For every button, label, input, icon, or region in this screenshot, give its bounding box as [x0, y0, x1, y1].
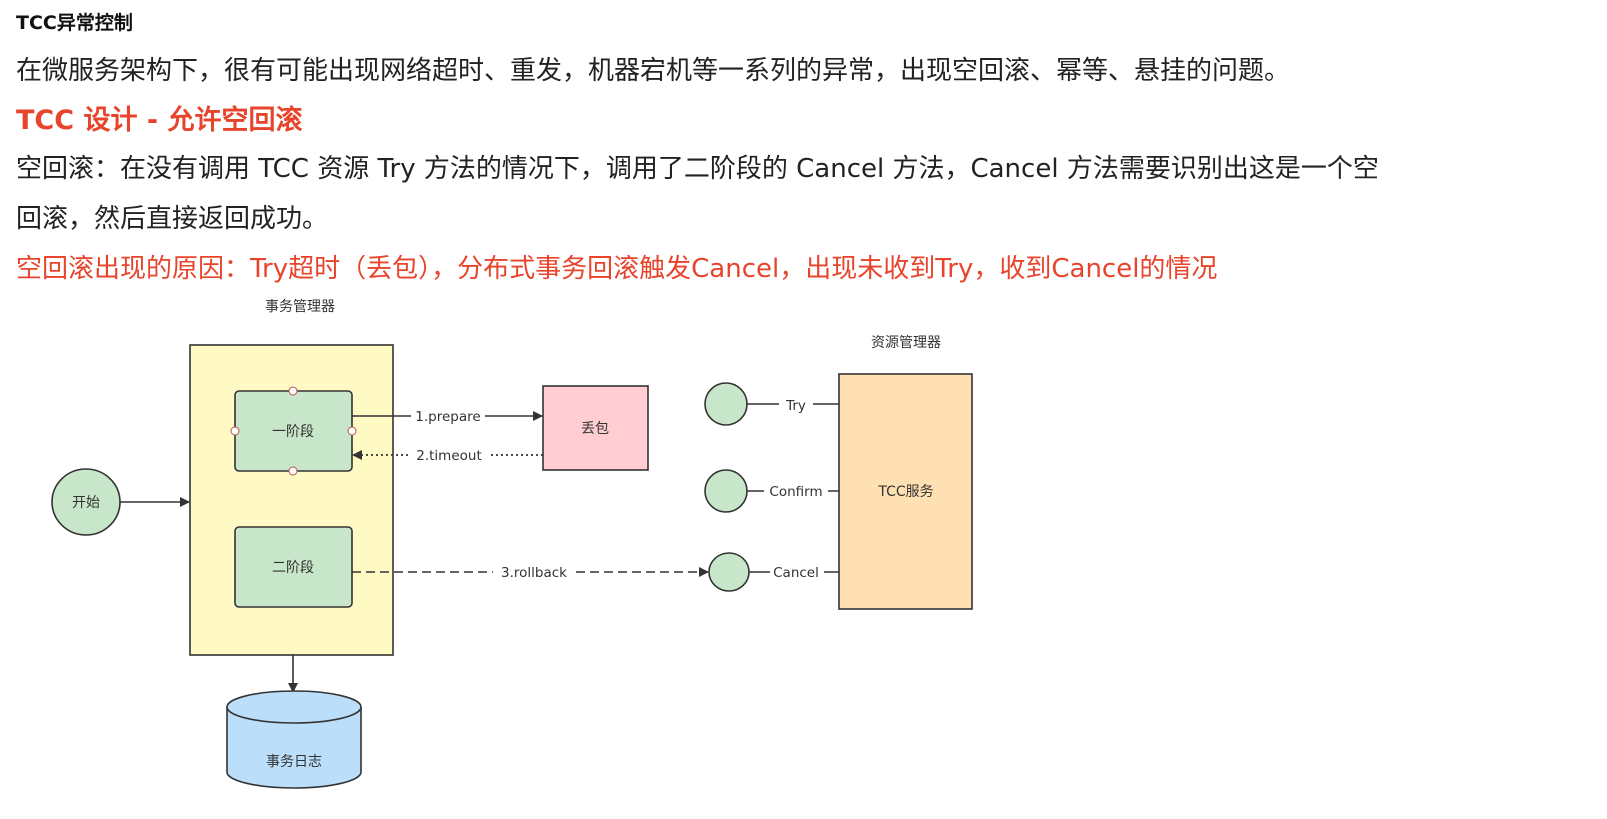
cancel-port-label: Cancel: [773, 565, 819, 581]
cancel-port-node: [708, 552, 750, 592]
prepare-label-bg: [411, 407, 485, 425]
phase2-box: [234, 526, 353, 608]
definition-line-1: 空回滚：在没有调用 TCC 资源 Try 方法的情况下，调用了二阶段的 Canc…: [16, 154, 1379, 184]
rollback-edge-label: 3.rollback: [501, 565, 567, 581]
tcc-service-box: [838, 373, 973, 610]
connector-handle-right: [347, 426, 357, 436]
section-title: TCC 设计 - 允许空回滚: [16, 105, 303, 136]
try-label-bg: [779, 396, 813, 414]
confirm-port-label: Confirm: [769, 484, 822, 500]
resource-manager-label: 资源管理器: [871, 335, 941, 351]
start-label: 开始: [72, 495, 100, 511]
connector-handle-top: [288, 386, 298, 396]
prepare-edge-label: 1.prepare: [415, 409, 480, 425]
rollback-label-bg: [493, 563, 575, 581]
connector-handle-left: [230, 426, 240, 436]
tcc-service-label: TCC服务: [877, 484, 933, 500]
connector-handle-bottom: [288, 466, 298, 476]
confirm-label-bg: [764, 482, 828, 500]
log-cylinder-top: [226, 690, 362, 724]
cause-note: 空回滚出现的原因：Try超时（丢包），分布式事务回滚触发Cancel，出现未收到…: [16, 254, 1218, 284]
try-port-node: [704, 382, 748, 426]
lost-packet-label: 丢包: [581, 421, 609, 437]
log-label: 事务日志: [266, 754, 322, 770]
confirm-port-node: [704, 469, 748, 513]
timeout-edge-label: 2.timeout: [416, 448, 482, 464]
timeout-label-bg: [410, 446, 488, 464]
lost-packet-box: [542, 385, 649, 471]
cancel-label-bg: [770, 563, 824, 581]
phase2-label: 二阶段: [272, 560, 314, 576]
try-port-label: Try: [785, 398, 806, 414]
phase1-label: 一阶段: [272, 424, 314, 440]
page-heading: TCC异常控制: [16, 12, 133, 34]
log-cylinder-body: [226, 707, 362, 789]
intro-paragraph: 在微服务架构下，很有可能出现网络超时、重发，机器宕机等一系列的异常，出现空回滚、…: [16, 56, 1291, 86]
transaction-manager-label: 事务管理器: [265, 299, 335, 315]
definition-line-2: 回滚，然后直接返回成功。: [16, 204, 329, 234]
